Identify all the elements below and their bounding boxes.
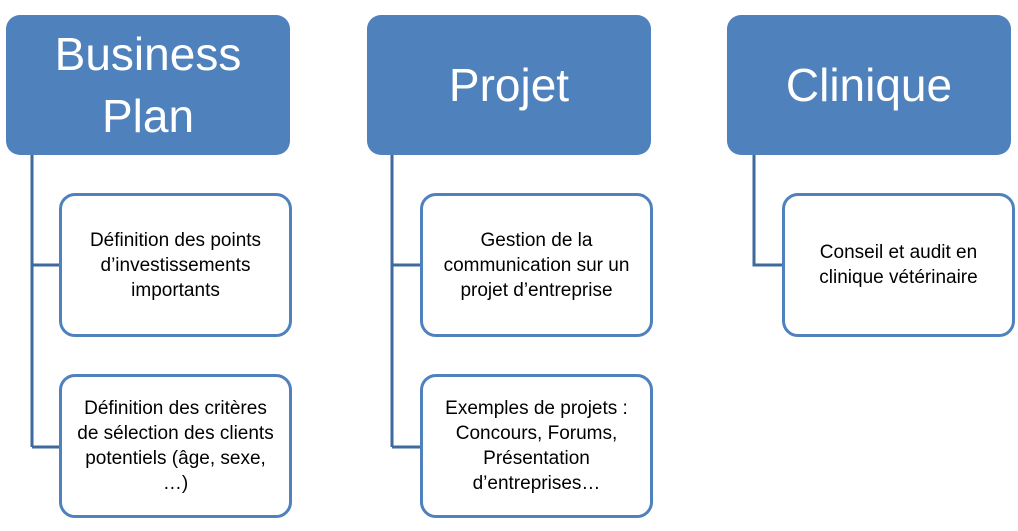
item-label: Exemples de projets : Concours, Forums, …	[445, 398, 628, 494]
item-label: Gestion de la communication sur un proje…	[443, 229, 630, 301]
header-business-plan-line-1: Business	[54, 28, 242, 80]
clinique-item-audit: Conseil et audit en clinique vétérinaire	[782, 193, 1015, 337]
connector-business-plan	[30, 155, 62, 449]
connector-clinique	[752, 155, 784, 267]
header-projet: Projet	[367, 15, 651, 155]
header-business-plan-line-2: Plan	[101, 90, 195, 142]
projet-item-examples: Exemples de projets : Concours, Forums, …	[420, 374, 653, 518]
item-label: Définition des critères de sélection des…	[77, 398, 274, 494]
item-label: Conseil et audit en clinique vétérinaire	[819, 242, 978, 288]
business-plan-item-client-criteria: Définition des critères de sélection des…	[59, 374, 292, 518]
header-business-plan: Business Plan	[6, 15, 290, 155]
header-clinique-label: Clinique	[785, 59, 953, 111]
header-clinique: Clinique	[727, 15, 1011, 155]
connector-projet	[390, 155, 422, 449]
projet-item-communication: Gestion de la communication sur un proje…	[420, 193, 653, 337]
header-projet-label: Projet	[448, 59, 570, 111]
business-plan-item-investments: Définition des points d’investissements …	[59, 193, 292, 337]
item-label: Définition des points d’investissements …	[89, 229, 262, 301]
